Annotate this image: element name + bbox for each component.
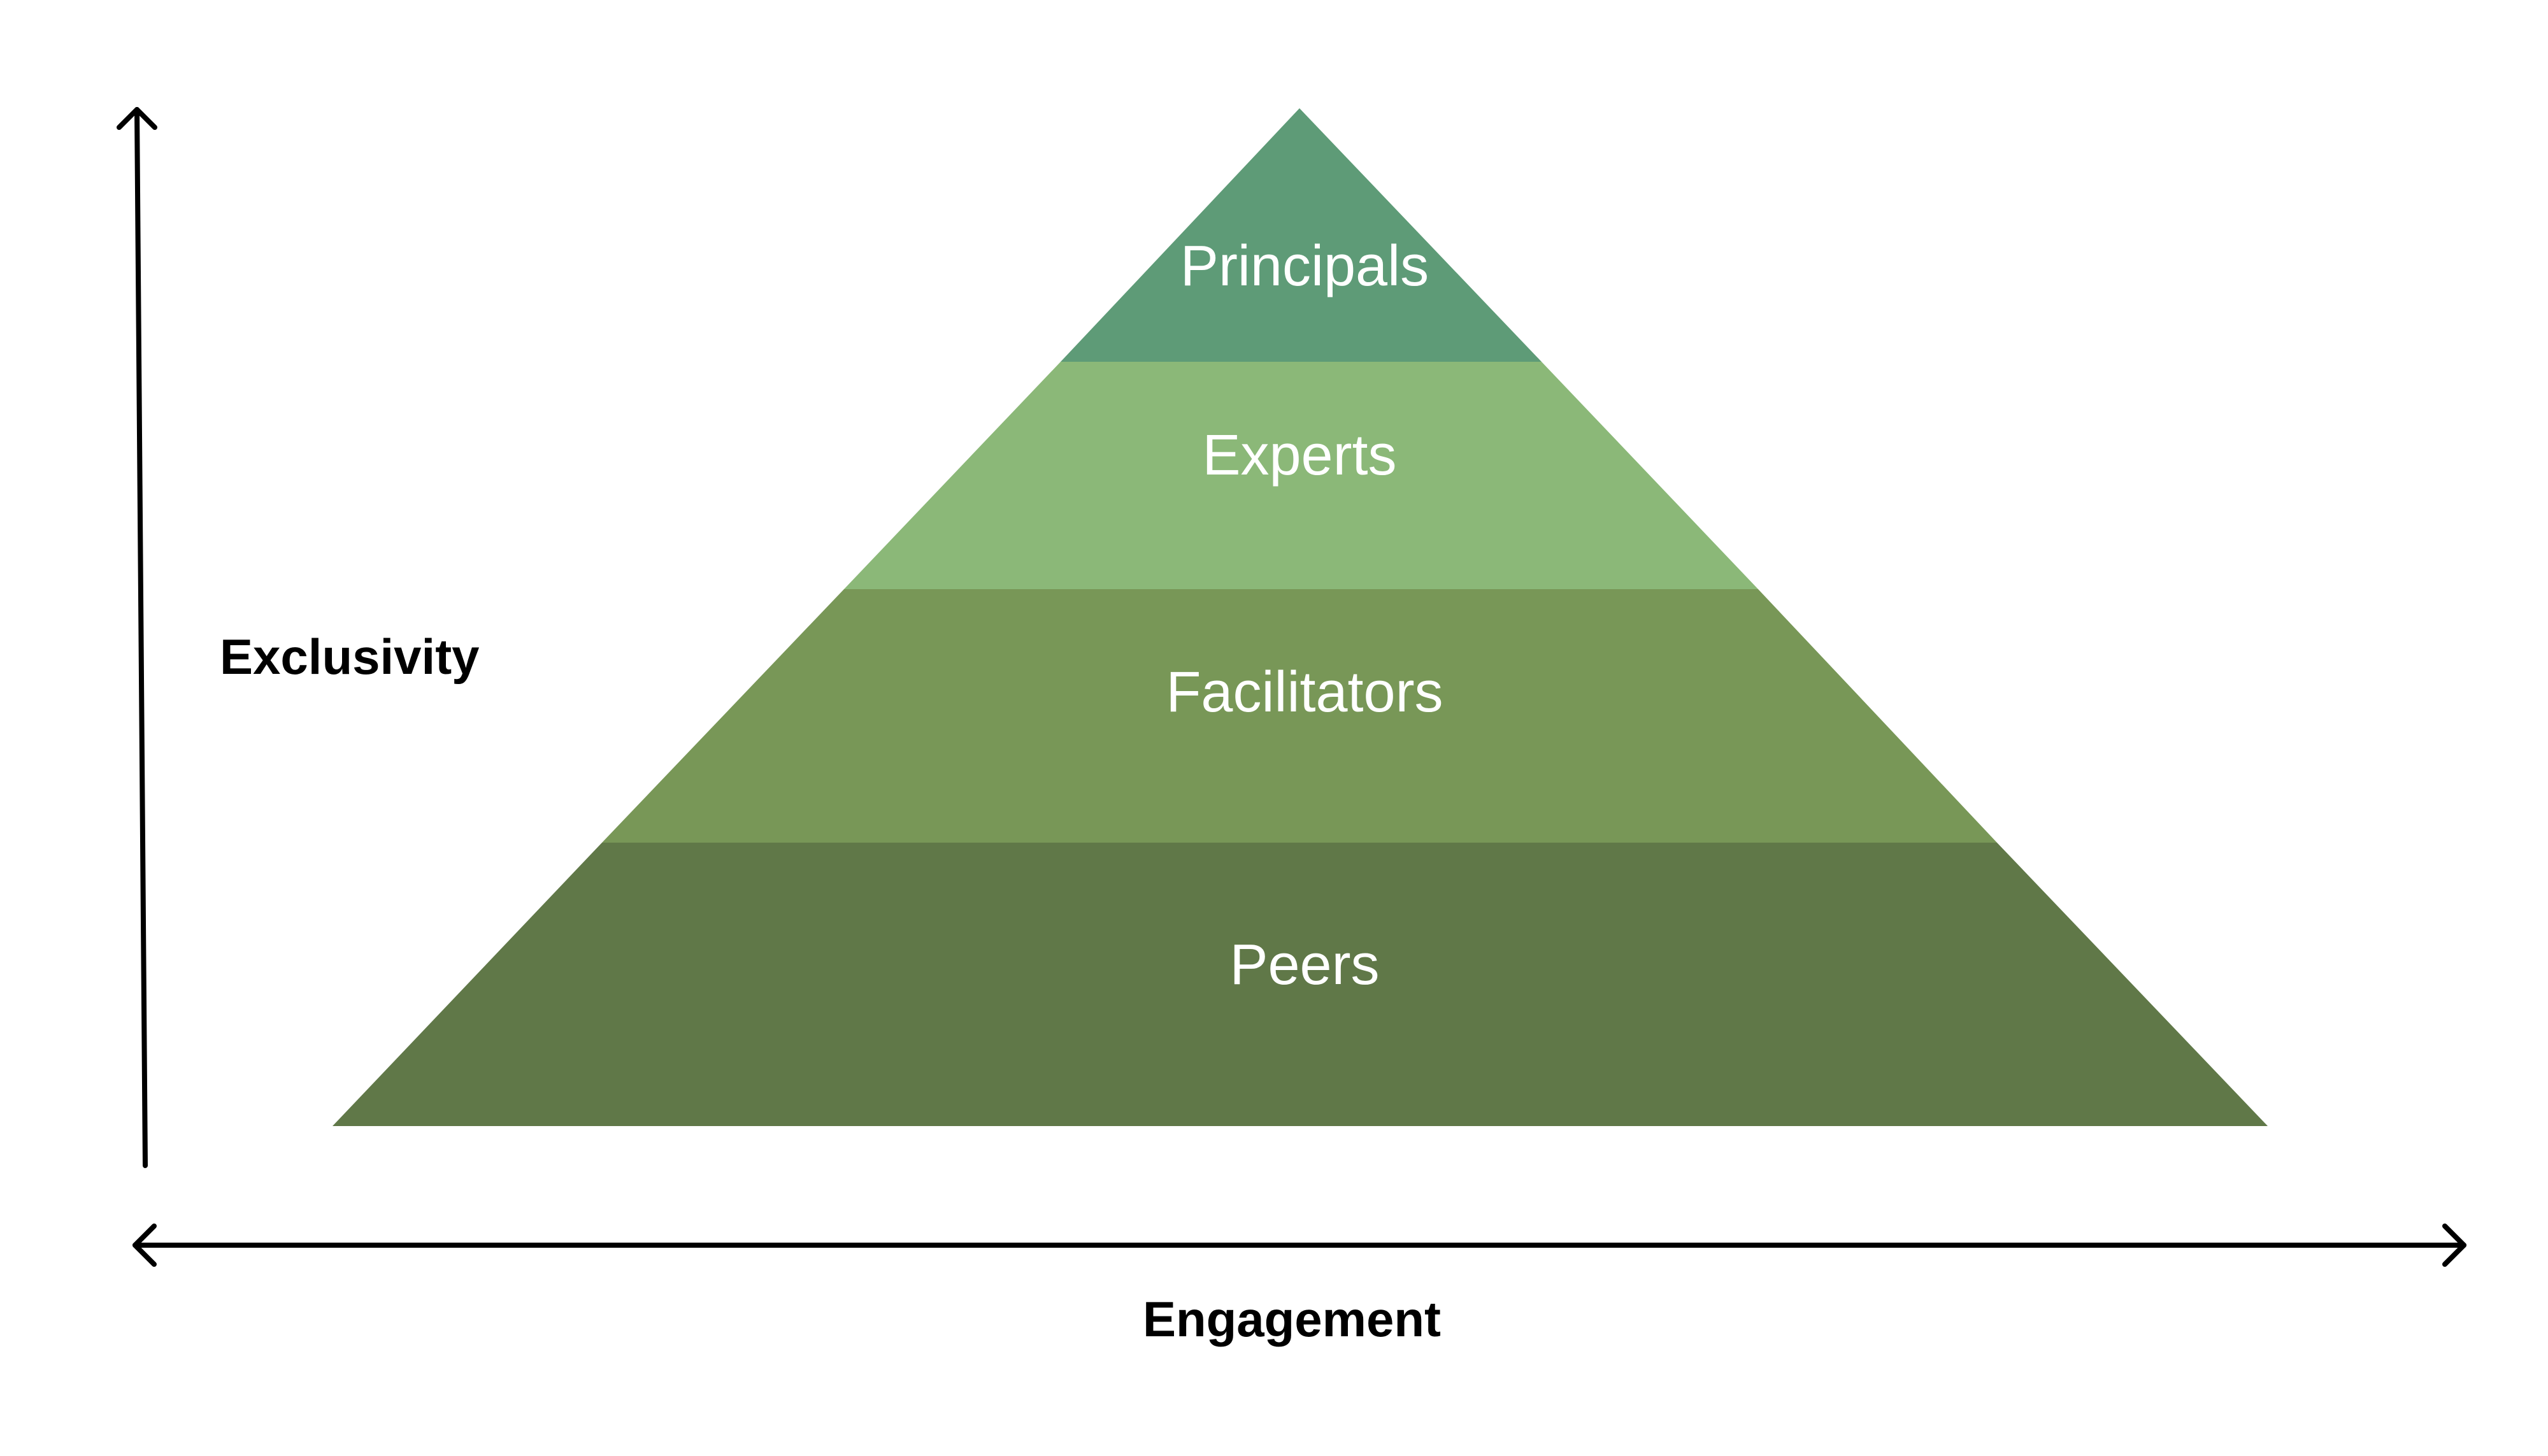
tier-facilitators-label: Facilitators — [1166, 660, 1443, 724]
vertical-axis: Exclusivity — [117, 107, 480, 1168]
tier-peers-shape — [333, 843, 2268, 1126]
vertical-axis-line — [134, 107, 148, 1168]
tier-principals-label: Principals — [1180, 234, 1429, 298]
horizontal-axis: Engagement — [132, 1224, 2466, 1347]
tier-experts-label: Experts — [1202, 424, 1396, 487]
tier-principals-shape — [1061, 108, 1542, 362]
horizontal-axis-label: Engagement — [1143, 1291, 1441, 1347]
pyramid: Principals Experts Facilitators Peers — [333, 108, 2268, 1126]
vertical-axis-arrowhead-icon — [117, 107, 157, 130]
horizontal-axis-right-arrowhead-icon — [2442, 1224, 2466, 1267]
tier-peers-label: Peers — [1229, 933, 1379, 997]
vertical-axis-label: Exclusivity — [220, 629, 480, 685]
tier-facilitators-shape — [602, 589, 1997, 843]
tier-experts-shape — [844, 362, 1758, 589]
horizontal-axis-left-arrowhead-icon — [132, 1224, 157, 1267]
